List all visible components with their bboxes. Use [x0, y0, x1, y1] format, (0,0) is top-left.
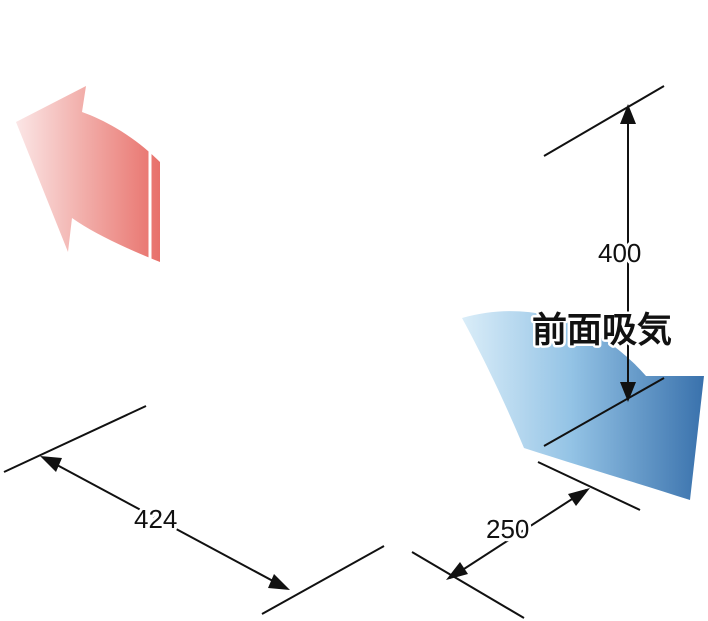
strip-vents	[411, 187, 521, 251]
exhaust-airflow-arrow-icon	[16, 86, 160, 262]
pipe-vertical	[204, 284, 278, 462]
pipe-to-coil	[270, 288, 288, 480]
door-rail	[307, 253, 333, 487]
control-strip	[409, 179, 523, 257]
depth-dimension	[411, 461, 641, 619]
lower-strip-vents	[419, 231, 523, 289]
unit-front-edge	[368, 223, 406, 552]
depth-label: 250	[486, 514, 529, 544]
logo-mark	[456, 261, 476, 275]
front-intake-caption: 前面吸気	[532, 311, 672, 351]
intake-airflow-arrow-icon	[462, 311, 704, 500]
front-grille	[416, 258, 520, 516]
unit-front-face	[402, 169, 534, 550]
display-panel	[428, 214, 514, 298]
valve-top-edge	[245, 221, 313, 257]
unit-top-face	[158, 18, 528, 234]
height-label: 400	[598, 238, 641, 268]
top-inner-line	[171, 30, 509, 161]
width-label: 424	[134, 504, 177, 534]
width-dimension	[3, 405, 385, 615]
display-window	[437, 241, 479, 277]
coil-tube	[165, 447, 267, 537]
door-slots	[317, 285, 325, 477]
valve-block	[240, 214, 320, 295]
side-panel-door	[296, 230, 342, 504]
height-dimension	[543, 85, 665, 447]
